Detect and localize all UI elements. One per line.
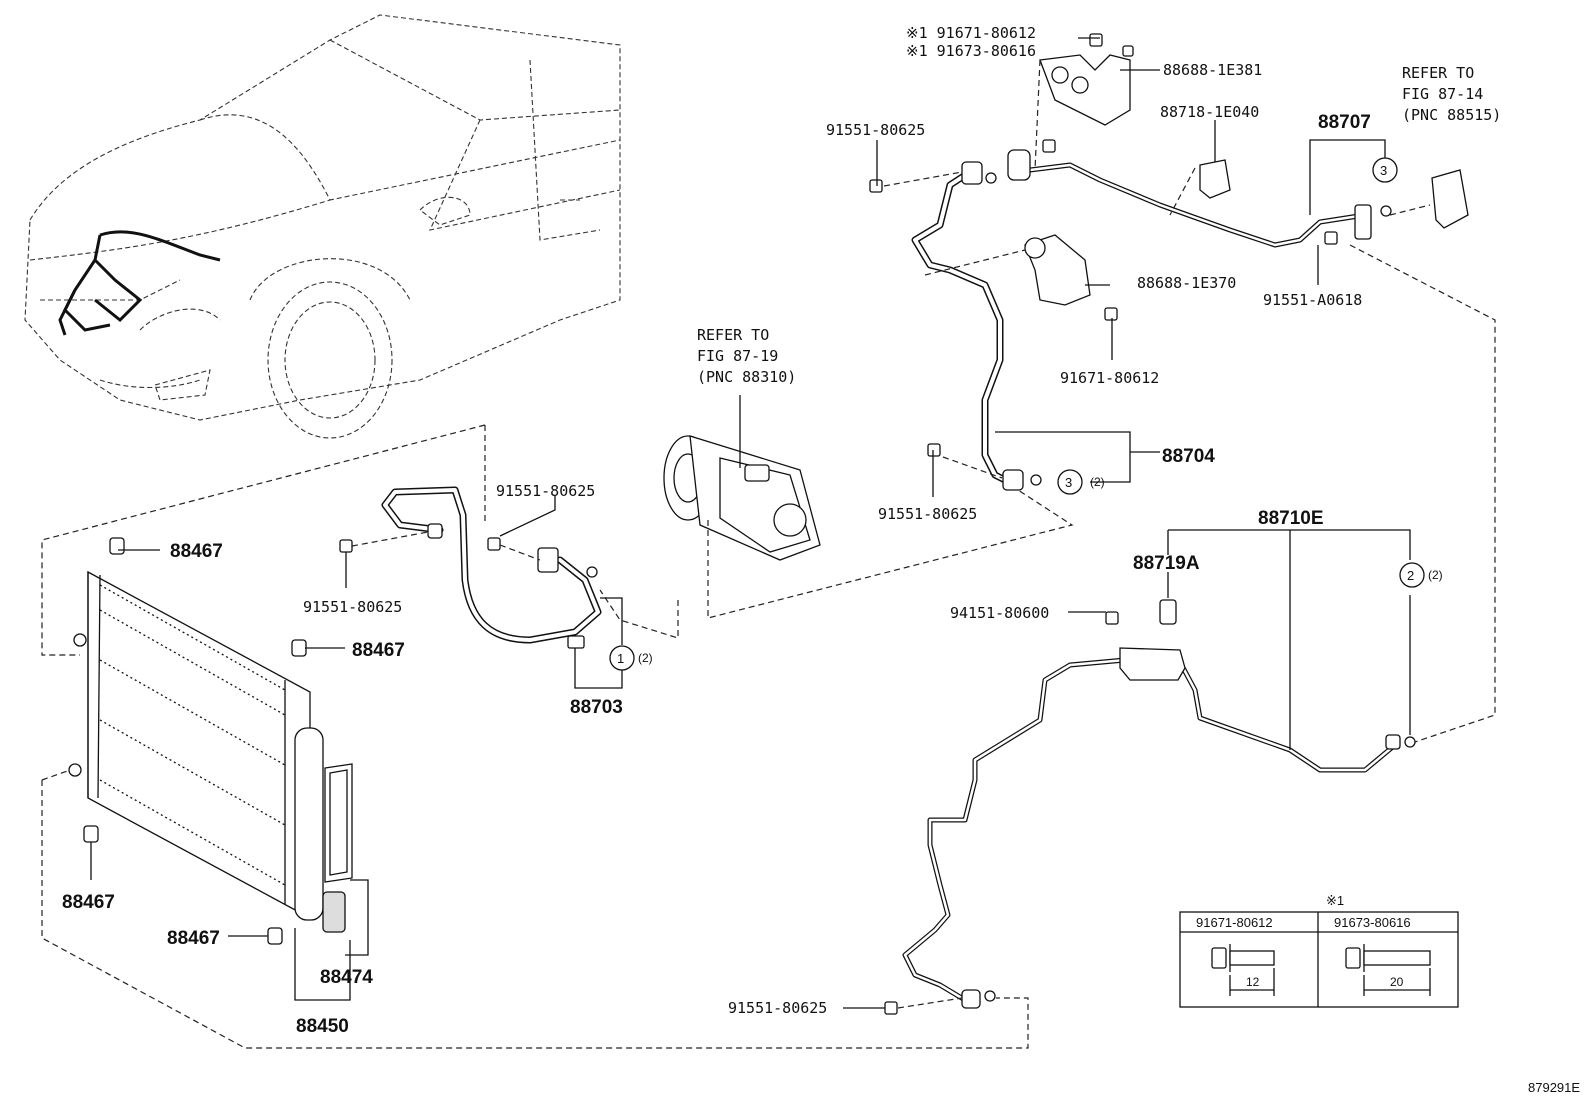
- label-88450: 88450: [296, 1016, 349, 1037]
- circle-marker-3b: 3 (2): [1057, 469, 1105, 495]
- label-88474: 88474: [320, 967, 373, 988]
- table-col2-dim: 20: [1390, 975, 1404, 989]
- label-88467-1: 88467: [170, 541, 223, 562]
- label-91551-a0618: 91551-A0618: [1263, 291, 1362, 309]
- circle-marker-1: 1 (2): [609, 645, 653, 671]
- bracket-mid[interactable]: [1024, 234, 1091, 306]
- circle-1-text: 1: [617, 651, 624, 666]
- label-88718-1e040: 88718-1E040: [1160, 103, 1259, 121]
- label-88719a: 88719A: [1133, 553, 1200, 574]
- hose-88704[interactable]: [911, 161, 1042, 491]
- label-94151-80600: 94151-80600: [950, 604, 1049, 622]
- condenser-assembly[interactable]: [68, 570, 353, 933]
- label-88467-2: 88467: [352, 640, 405, 661]
- vehicle-illustration: [24, 14, 621, 439]
- label-star1-91671: ※1 91671-80612: [906, 24, 1036, 42]
- label-91551-80625-hose: 91551-80625: [496, 482, 595, 500]
- circle-2-text: 2: [1407, 568, 1414, 583]
- label-refer-19-l1: REFER TO: [697, 326, 769, 344]
- compressor[interactable]: [663, 435, 821, 561]
- bracket-top[interactable]: [1039, 54, 1131, 126]
- leader-lines: [90, 37, 1411, 1009]
- circle-1-count: (2): [638, 651, 653, 665]
- label-refer-14-l2: FIG 87-14: [1402, 85, 1483, 103]
- figure-code: 879291E: [1528, 1080, 1580, 1095]
- circle-3b-count: (2): [1090, 475, 1105, 489]
- sensor-88718[interactable]: [1199, 159, 1231, 199]
- part-labels: ※1 91671-80612 ※1 91673-80616 88688-1E38…: [62, 24, 1580, 1095]
- label-88467-3: 88467: [62, 892, 115, 913]
- dashed-guide-lines: [41, 59, 1496, 1049]
- expansion-valve[interactable]: [1431, 169, 1469, 229]
- label-88703: 88703: [570, 697, 623, 718]
- label-star1-91673: ※1 91673-80616: [906, 42, 1036, 60]
- label-91551-80625-bottom: 91551-80625: [728, 999, 827, 1017]
- label-91551-80625-cond: 91551-80625: [303, 598, 402, 616]
- table-title: ※1: [1326, 893, 1344, 908]
- label-88707: 88707: [1318, 112, 1371, 133]
- label-88710e: 88710E: [1258, 508, 1324, 529]
- tube-88707[interactable]: [1007, 149, 1392, 248]
- label-91671-80612: 91671-80612: [1060, 369, 1159, 387]
- label-88467-4: 88467: [167, 928, 220, 949]
- label-91551-80625-top: 91551-80625: [826, 121, 925, 139]
- circle-3a-text: 3: [1380, 163, 1387, 178]
- circle-marker-2: 2 (2): [1399, 562, 1443, 588]
- label-refer-19-l3: (PNC 88310): [697, 368, 796, 386]
- label-refer-19-l2: FIG 87-19: [697, 347, 778, 365]
- circle-2-count: (2): [1428, 568, 1443, 582]
- label-88704: 88704: [1162, 446, 1215, 467]
- circle-marker-3a: 3: [1372, 157, 1398, 183]
- star1-bolt-table: ※1 91671-80612 91673-80616 12 20: [1179, 893, 1459, 1008]
- label-88688-1e370: 88688-1E370: [1137, 274, 1236, 292]
- label-88688-1e381: 88688-1E381: [1163, 61, 1262, 79]
- hose-88703[interactable]: [381, 486, 602, 649]
- table-col1-dim: 12: [1246, 975, 1260, 989]
- table-col2-head: 91673-80616: [1334, 915, 1411, 930]
- table-col1-head: 91671-80612: [1196, 915, 1273, 930]
- circle-3b-text: 3: [1065, 475, 1072, 490]
- label-91551-80625-mid: 91551-80625: [878, 505, 977, 523]
- label-refer-14-l3: (PNC 88515): [1402, 106, 1501, 124]
- label-refer-14-l1: REFER TO: [1402, 64, 1474, 82]
